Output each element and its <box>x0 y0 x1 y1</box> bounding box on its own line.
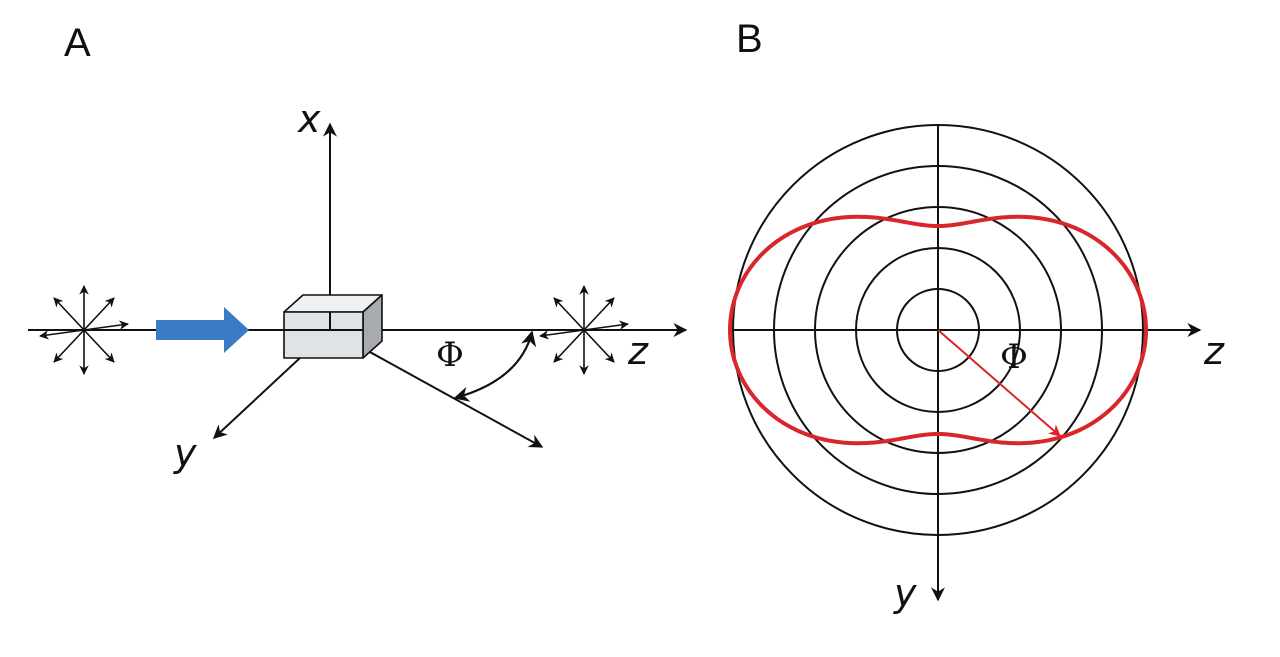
y-axis-label-a: y <box>173 431 197 475</box>
incident-beam-arrow <box>156 307 249 353</box>
phi-label-b: Φ <box>1000 337 1028 377</box>
x-axis-label-a: x <box>297 97 321 141</box>
panel-a-label: A <box>64 21 91 65</box>
z-axis-label-a: z <box>627 329 649 373</box>
panel-b: B z y Φ <box>727 17 1225 615</box>
scattering-intensity-curve <box>727 214 1149 446</box>
panel-a: A <box>28 21 688 475</box>
y-axis-label-b: y <box>893 571 917 615</box>
phi-label-a: Φ <box>436 335 464 375</box>
unpolarized-light-incident-icon <box>39 285 129 375</box>
unpolarized-light-transmitted-icon <box>539 285 629 375</box>
panel-b-label: B <box>736 17 763 61</box>
phi-direction-arrow <box>937 329 1061 437</box>
z-axis-label-b: z <box>1203 329 1225 373</box>
phi-arc-a <box>453 330 537 402</box>
crystal-sample-icon <box>283 294 383 359</box>
